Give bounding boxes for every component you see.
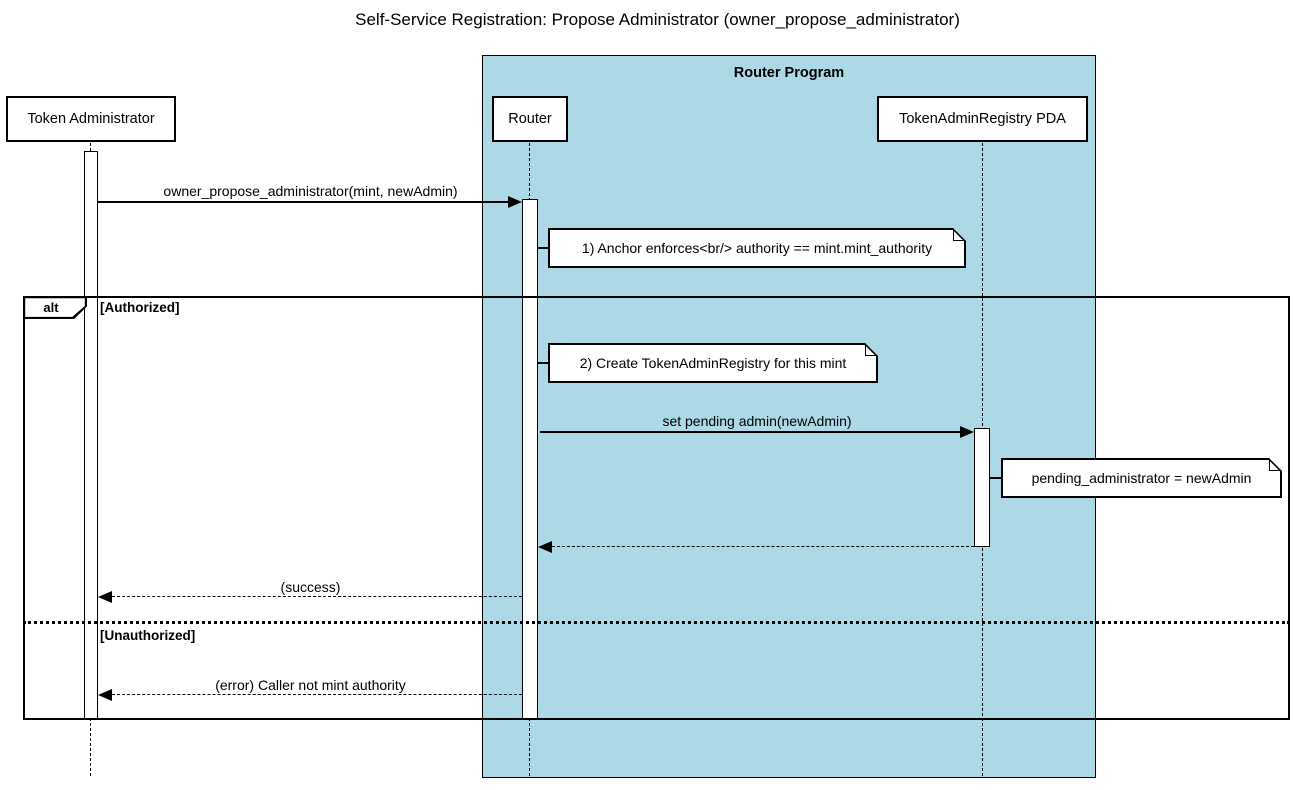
note-1-text: 1) Anchor enforces<br/> authority == min… bbox=[550, 230, 965, 267]
message-registry-return-arrowhead-icon bbox=[538, 541, 552, 553]
activation-token-admin-registry-pda bbox=[974, 428, 990, 547]
router-program-box bbox=[482, 55, 1096, 778]
note-fold-icon bbox=[865, 343, 878, 356]
participant-token-administrator-label: Token Administrator bbox=[27, 111, 155, 127]
note-2-create-registry: 2) Create TokenAdminRegistry for this mi… bbox=[548, 343, 878, 383]
message-owner-propose-administrator-label: owner_propose_administrator(mint, newAdm… bbox=[163, 183, 458, 199]
message-owner-propose-administrator-line bbox=[98, 201, 510, 203]
message-owner-propose-administrator-arrowhead-icon bbox=[508, 196, 522, 208]
participant-token-admin-registry-pda-label: TokenAdminRegistry PDA bbox=[899, 111, 1066, 127]
alt-operator-label: alt bbox=[25, 298, 85, 317]
message-error-label: (error) Caller not mint authority bbox=[215, 677, 406, 693]
message-success-arrowhead-icon bbox=[98, 591, 112, 603]
alt-divider bbox=[23, 621, 1290, 624]
participant-router: Router bbox=[492, 96, 568, 142]
message-registry-return-line bbox=[552, 546, 974, 547]
participant-router-label: Router bbox=[508, 111, 552, 127]
alt-branch-unauthorized-label: [Unauthorized] bbox=[100, 628, 196, 643]
router-program-label: Router Program bbox=[733, 65, 845, 81]
note-2-connector bbox=[538, 362, 550, 364]
note-1-anchor-enforces: 1) Anchor enforces<br/> authority == min… bbox=[548, 228, 966, 268]
message-success-label: (success) bbox=[280, 579, 341, 595]
diagram-title: Self-Service Registration: Propose Admin… bbox=[355, 10, 960, 29]
alt-operator-tab: alt bbox=[23, 296, 87, 319]
note-fold-icon bbox=[1269, 458, 1282, 471]
message-set-pending-admin-line bbox=[540, 431, 962, 433]
note-3-pending-administrator: pending_administrator = newAdmin bbox=[1001, 458, 1282, 498]
note-2-text: 2) Create TokenAdminRegistry for this mi… bbox=[550, 345, 877, 382]
note-3-text: pending_administrator = newAdmin bbox=[1003, 460, 1281, 497]
message-error-line bbox=[112, 694, 522, 695]
participant-token-administrator: Token Administrator bbox=[6, 96, 176, 142]
message-set-pending-admin-label: set pending admin(newAdmin) bbox=[662, 413, 852, 429]
message-success-line bbox=[112, 596, 522, 597]
note-1-connector bbox=[538, 247, 550, 249]
alt-frame bbox=[23, 296, 1290, 720]
note-3-connector bbox=[990, 477, 1002, 479]
participant-token-admin-registry-pda: TokenAdminRegistry PDA bbox=[877, 96, 1088, 142]
message-set-pending-admin-arrowhead-icon bbox=[960, 426, 974, 438]
message-error-arrowhead-icon bbox=[98, 689, 112, 701]
note-fold-icon bbox=[953, 228, 966, 241]
alt-branch-authorized-label: [Authorized] bbox=[100, 300, 180, 315]
